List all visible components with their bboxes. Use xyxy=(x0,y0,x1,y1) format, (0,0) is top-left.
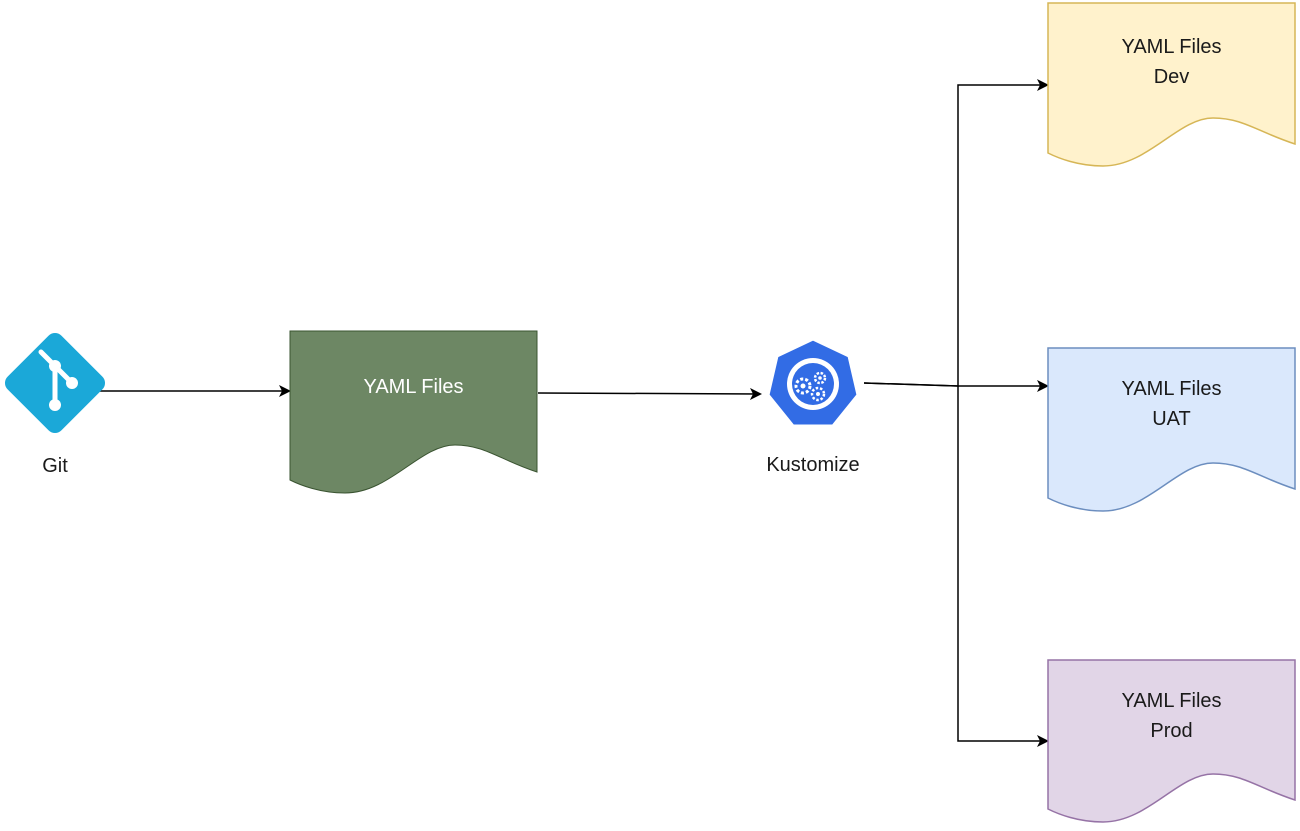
source-yaml-label-line1: YAML Files xyxy=(363,376,464,398)
source-yaml-label: YAML Files xyxy=(290,372,537,402)
uat-yaml-document[interactable] xyxy=(1047,347,1296,512)
prod-yaml-document[interactable] xyxy=(1047,659,1296,823)
git-label: Git xyxy=(42,455,68,477)
source-yaml-document[interactable] xyxy=(289,330,538,494)
kustomize-gear-icon xyxy=(766,337,860,428)
uat-yaml-label: YAML Files UAT xyxy=(1048,374,1295,434)
kustomize-label: Kustomize xyxy=(766,454,860,476)
uat-yaml-label-line1: YAML Files xyxy=(1121,378,1222,400)
edge-yaml-to-kustomize[interactable] xyxy=(537,387,762,400)
dev-yaml-label-line2: Dev xyxy=(1153,66,1190,88)
kustomize-node[interactable] xyxy=(766,337,860,428)
edge-kustomize-to-dev[interactable] xyxy=(863,79,1049,387)
dev-yaml-document[interactable] xyxy=(1047,2,1296,167)
prod-yaml-label: YAML Files Prod xyxy=(1048,686,1295,746)
dev-yaml-label: YAML Files Dev xyxy=(1048,32,1295,92)
edges xyxy=(90,79,1049,747)
edge-kustomize-to-uat[interactable] xyxy=(863,380,1049,392)
git-node[interactable] xyxy=(1,329,108,436)
edge-kustomize-to-prod[interactable] xyxy=(957,386,1049,747)
uat-yaml-label-line2: UAT xyxy=(1152,408,1191,430)
prod-yaml-label-line1: YAML Files xyxy=(1121,690,1222,712)
prod-yaml-label-line2: Prod xyxy=(1150,720,1193,742)
git-icon xyxy=(4,332,106,434)
dev-yaml-label-line1: YAML Files xyxy=(1121,36,1222,58)
